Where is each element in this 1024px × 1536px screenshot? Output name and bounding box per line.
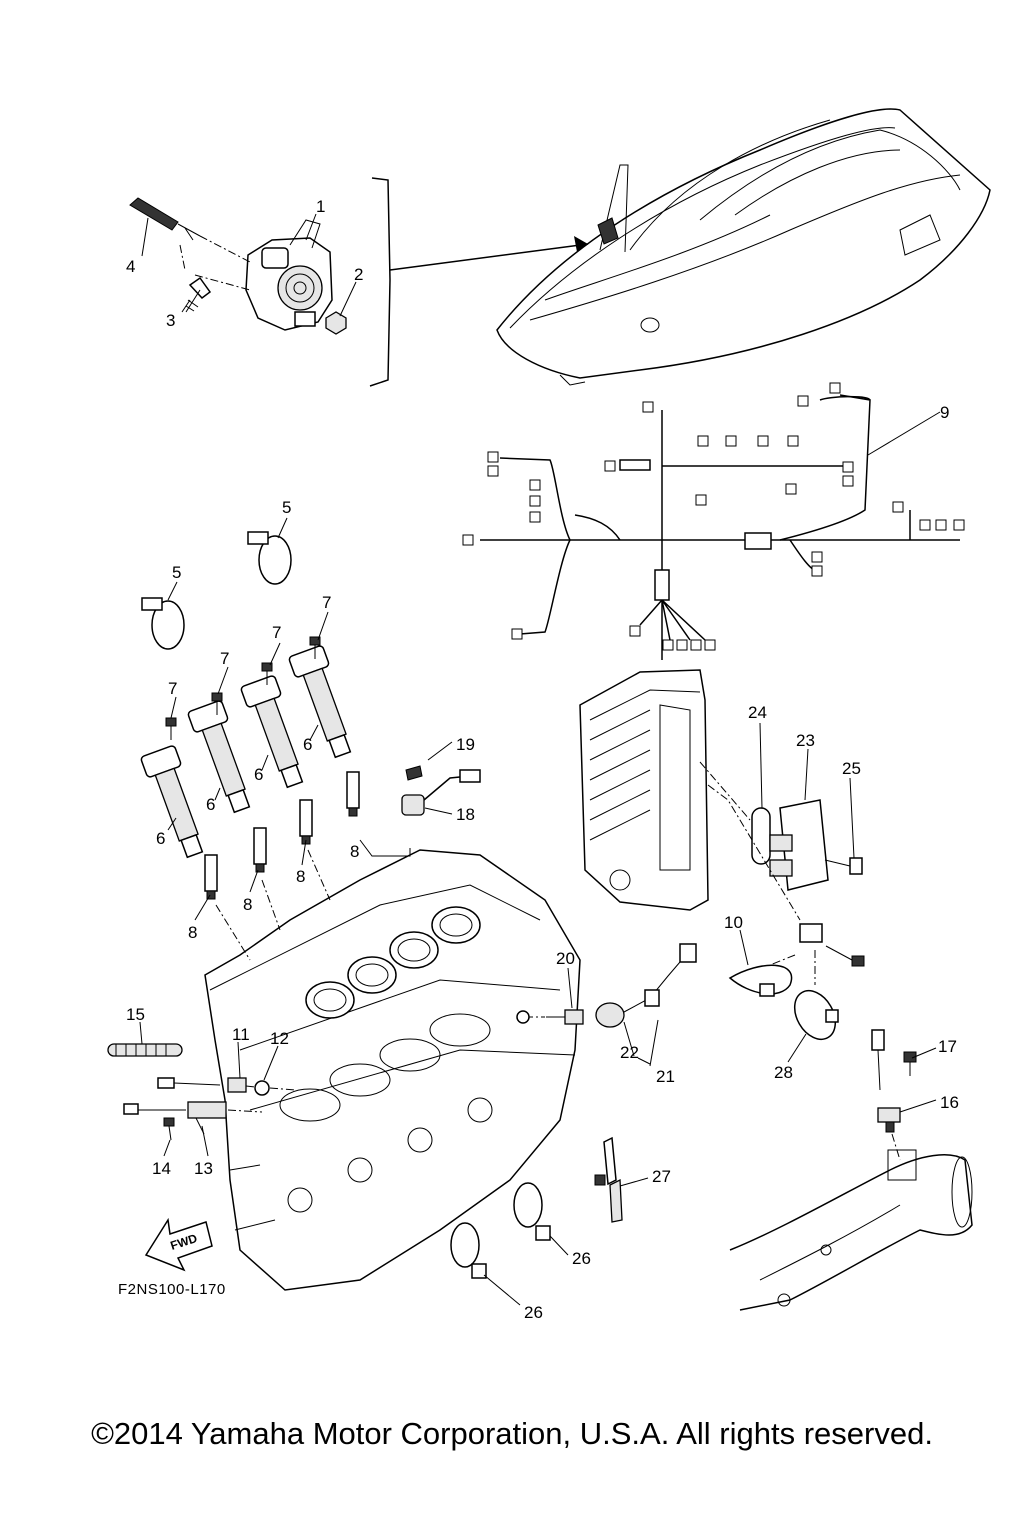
band-10 [728,964,793,997]
wire-harness [462,382,965,660]
fwd-arrow-icon: FWD [144,1217,213,1272]
callout-7-a: 7 [168,679,177,698]
callout-3: 3 [166,311,175,330]
copyright-notice: ©2014 Yamaha Motor Corporation, U.S.A. A… [91,1416,933,1451]
sensor-13 [123,1101,227,1135]
callout-17: 17 [938,1037,957,1056]
cable [129,197,201,241]
callout-labels: 1 2 3 4 5 5 6 6 6 6 7 7 7 7 8 8 8 8 9 10… [126,197,959,1322]
callout-22: 22 [620,1043,639,1062]
callout-8-b: 8 [243,895,252,914]
clamp-27 [594,1136,623,1223]
callout-10: 10 [724,913,743,932]
callout-15: 15 [126,1005,145,1024]
callout-16: 16 [940,1093,959,1112]
callout-6-a: 6 [156,829,165,848]
bolt-17 [903,1051,917,1076]
callout-7-b: 7 [220,649,229,668]
sensor-20 [546,1009,584,1025]
watercraft-illustration [496,108,991,386]
engine-block [204,849,581,1291]
callout-23: 23 [796,731,815,750]
location-bracket [369,177,589,387]
band-lower [141,597,185,650]
callout-19: 19 [456,735,475,754]
callout-7-c: 7 [272,623,281,642]
callout-5-upper: 5 [282,498,291,517]
bolt-14 [163,1117,175,1141]
callout-8-d: 8 [350,842,359,861]
sensor-21 [595,943,697,1028]
callout-21: 21 [656,1067,675,1086]
callout-28: 28 [774,1063,793,1082]
band-upper [247,531,292,585]
diagram-code: F2NS100-L170 [118,1281,226,1298]
callout-25: 25 [842,759,861,778]
callout-12: 12 [270,1029,289,1048]
throttle-body [245,219,333,331]
callout-26-lower: 26 [524,1303,543,1322]
callout-4: 4 [126,257,135,276]
callout-27: 27 [652,1167,671,1186]
callout-11: 11 [232,1025,250,1044]
ignition-coils [140,645,352,859]
callout-24: 24 [748,703,767,722]
callout-6-c: 6 [254,765,263,784]
callout-26-upper: 26 [572,1249,591,1268]
clamp-26-upper [513,1182,551,1241]
bolt-25 [824,857,863,875]
callout-1: 1 [316,197,325,216]
callout-6-d: 6 [303,735,312,754]
sensor-16 [871,1029,901,1161]
callout-8-a: 8 [188,923,197,942]
callout-7-d: 7 [322,593,331,612]
callout-9: 9 [940,403,949,422]
control-unit-23 [769,799,829,891]
screw [185,276,212,313]
callout-5-lower: 5 [172,563,181,582]
callout-13: 13 [194,1159,213,1178]
leader-lines [139,213,941,1306]
callout-6-b: 6 [206,795,215,814]
sensor-11 [157,1077,247,1093]
coil-bolts [165,636,321,740]
callout-20: 20 [556,949,575,968]
gasket-24 [751,807,771,865]
cam-sensor [401,765,481,816]
clamp-26-lower [450,1222,487,1279]
callout-14: 14 [152,1159,171,1178]
nut [325,311,347,335]
callout-8-c: 8 [296,867,305,886]
callout-2: 2 [354,265,363,284]
gasket-12 [254,1080,270,1096]
hose-15 [107,1043,183,1057]
callout-18: 18 [456,805,475,824]
band-28 [793,990,839,1040]
relay-10 [799,923,865,967]
electrical-box [579,669,709,911]
exhaust-manifold [729,1149,973,1311]
